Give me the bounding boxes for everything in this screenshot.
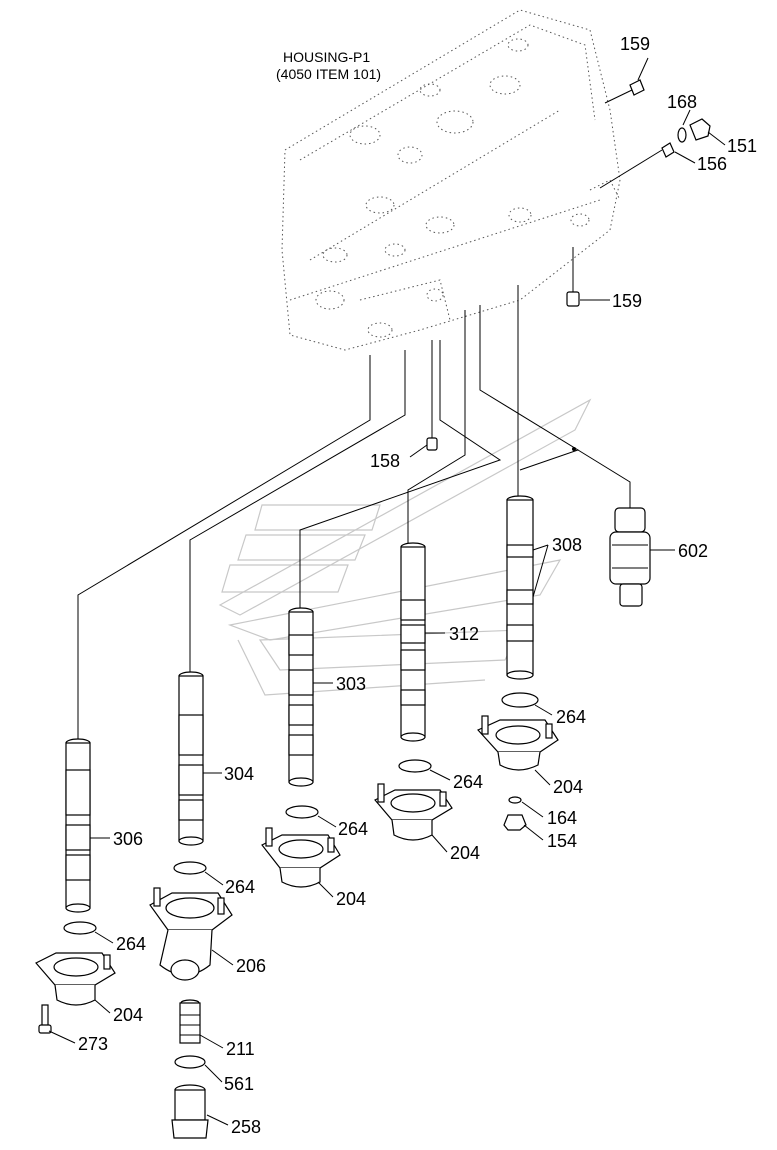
spool-306 xyxy=(65,738,91,913)
plug-159-right xyxy=(566,291,580,307)
oring-264-e xyxy=(63,921,97,935)
label-204-b: 204 xyxy=(450,843,480,863)
label-312: 312 xyxy=(449,624,479,644)
label-264-e: 264 xyxy=(116,934,146,954)
housing-item-ref: (4050 ITEM 101) xyxy=(276,66,381,82)
housing-title: HOUSING-P1 xyxy=(283,49,370,65)
label-154: 154 xyxy=(547,831,577,851)
oring-264-b xyxy=(398,759,432,773)
oring-264-c xyxy=(285,805,319,819)
label-204-a: 204 xyxy=(553,777,583,797)
label-273: 273 xyxy=(78,1034,108,1054)
plug-154 xyxy=(503,814,527,831)
plug-258 xyxy=(171,1084,209,1139)
label-561: 561 xyxy=(224,1074,254,1094)
assembly-lines xyxy=(77,89,663,740)
label-206: 206 xyxy=(236,956,266,976)
spool-303 xyxy=(288,607,314,787)
plug-158 xyxy=(426,437,438,451)
label-164: 164 xyxy=(547,808,577,828)
oring-264-d xyxy=(173,861,207,875)
label-264-d: 264 xyxy=(225,877,255,897)
label-258: 258 xyxy=(231,1117,261,1137)
plug-211 xyxy=(179,999,201,1044)
label-leaders xyxy=(48,57,726,1126)
spool-304 xyxy=(178,671,204,846)
housing-p1 xyxy=(281,9,621,351)
label-211: 211 xyxy=(226,1039,255,1059)
label-204-c: 204 xyxy=(336,889,366,909)
oring-264-a xyxy=(501,692,539,708)
oring-164 xyxy=(508,796,522,804)
label-159-top: 159 xyxy=(620,34,650,54)
oring-168 xyxy=(677,127,687,143)
label-168: 168 xyxy=(667,92,697,112)
label-602: 602 xyxy=(678,541,708,561)
label-158: 158 xyxy=(370,451,400,471)
label-264-c: 264 xyxy=(338,819,368,839)
cover-204-b xyxy=(374,783,453,841)
label-204-d: 204 xyxy=(113,1005,143,1025)
label-264-a: 264 xyxy=(556,707,586,727)
label-306: 306 xyxy=(113,829,143,849)
label-159-right: 159 xyxy=(612,291,642,311)
relief-valve-602 xyxy=(609,507,651,607)
cover-204-d xyxy=(35,952,116,1006)
label-308: 308 xyxy=(552,535,582,555)
plug-151 xyxy=(689,118,711,141)
oring-561 xyxy=(174,1055,206,1069)
cover-206 xyxy=(149,887,233,981)
label-156: 156 xyxy=(697,154,727,174)
bolt-273 xyxy=(38,1004,52,1034)
plug-159-top xyxy=(629,79,645,96)
label-304: 304 xyxy=(224,764,254,784)
spool-308 xyxy=(506,495,534,680)
cover-204-a xyxy=(477,715,559,771)
plug-156 xyxy=(661,142,675,158)
spool-312 xyxy=(400,542,426,742)
label-303: 303 xyxy=(336,674,366,694)
cover-204-c xyxy=(261,827,341,888)
label-264-b: 264 xyxy=(453,772,483,792)
label-151: 151 xyxy=(727,136,757,156)
